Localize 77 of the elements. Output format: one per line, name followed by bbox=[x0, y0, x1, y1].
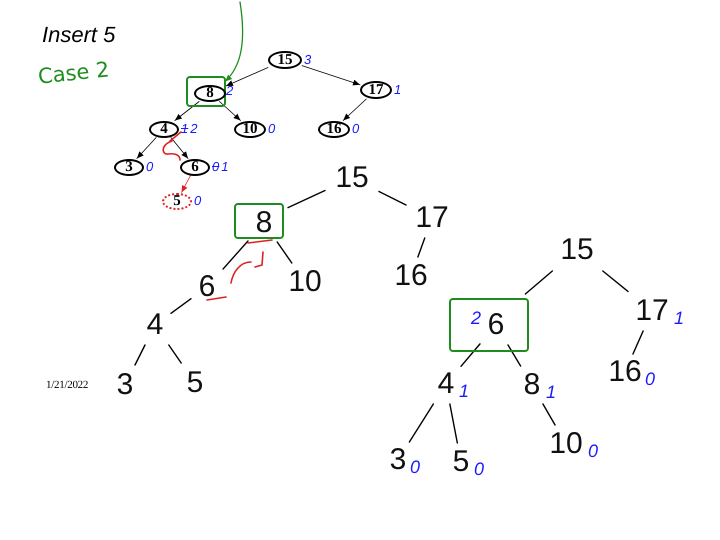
arrow bbox=[181, 175, 191, 193]
tree-branch-line bbox=[524, 270, 554, 295]
balance-value: 0 bbox=[194, 194, 202, 207]
balance-value: 1 bbox=[221, 160, 228, 173]
balance-value: 1 bbox=[459, 382, 470, 400]
balance-value: 0 bbox=[645, 370, 656, 388]
highlight-box bbox=[186, 76, 226, 106]
balance-value: 0 bbox=[588, 442, 598, 460]
tree-node-value: 6 bbox=[195, 272, 219, 302]
balance-value: 2 bbox=[226, 84, 234, 97]
balance-value: 2 bbox=[470, 309, 481, 327]
tree-branch-line bbox=[378, 190, 407, 206]
tree-branch-line bbox=[507, 344, 522, 367]
balance-value: 1 bbox=[394, 83, 402, 96]
tree-branch-line bbox=[417, 237, 426, 258]
tree-node-value: 16 bbox=[391, 261, 431, 291]
case-label: Case 2 bbox=[36, 56, 111, 91]
balance-value: 0 bbox=[352, 122, 360, 135]
balance-value: 1 bbox=[546, 383, 556, 401]
balance-value: 0 bbox=[410, 458, 420, 476]
tree-branch-line bbox=[170, 298, 192, 314]
tree-branch-line bbox=[222, 240, 249, 270]
tree-node-value: 6 bbox=[484, 309, 508, 341]
balance-value: 0 bbox=[474, 460, 484, 478]
tree-node-value: 3 bbox=[388, 446, 408, 474]
tree-node-value: 17 bbox=[410, 202, 454, 234]
tree-node-value: 5 bbox=[183, 367, 207, 399]
highlight-box bbox=[449, 298, 529, 352]
arrow bbox=[342, 98, 367, 121]
tree-branch-line bbox=[276, 241, 292, 264]
balance-value: 3 bbox=[304, 53, 312, 66]
tree-node-value: 5 bbox=[450, 447, 472, 477]
arrow bbox=[302, 65, 360, 86]
tree-node-value: 4 bbox=[435, 368, 457, 400]
tree-node-ellipse: 4 bbox=[149, 120, 179, 138]
tree-node-value: 17 bbox=[632, 295, 672, 327]
tree-node-value: 4 bbox=[143, 309, 167, 341]
arrow bbox=[224, 1, 244, 82]
tree-node-ellipse: 17 bbox=[360, 81, 392, 99]
balance-value: 1 bbox=[181, 122, 188, 135]
balance-value: 0 bbox=[268, 122, 276, 135]
arrow bbox=[170, 137, 188, 159]
tree-branch-line bbox=[632, 330, 644, 355]
inserted-node-ellipse: 5 bbox=[162, 192, 192, 210]
tree-node-ellipse: 10 bbox=[234, 120, 266, 138]
tree-branch-line bbox=[134, 344, 146, 366]
balance-value: 2 bbox=[190, 122, 198, 135]
highlight-box bbox=[234, 203, 284, 239]
tree-branch-line bbox=[408, 403, 434, 443]
tree-node-ellipse: 8 bbox=[194, 84, 226, 102]
date-label: 1/21/2022 bbox=[46, 378, 88, 393]
arrow bbox=[226, 67, 268, 86]
tree-node-value: 8 bbox=[252, 208, 276, 238]
tree-branch-line bbox=[449, 403, 458, 444]
balance-value: 0 bbox=[212, 160, 220, 173]
tree-branch-line bbox=[460, 343, 481, 367]
tree-node-value: 10 bbox=[546, 429, 586, 459]
tree-node-ellipse: 6 bbox=[180, 158, 210, 176]
tree-node-ellipse: 3 bbox=[114, 158, 144, 176]
arrow bbox=[219, 101, 241, 121]
tree-node-value: 8 bbox=[520, 370, 544, 400]
tree-branch-line bbox=[602, 270, 629, 292]
tree-node-ellipse: 16 bbox=[318, 120, 350, 138]
tree-branch-line bbox=[542, 403, 556, 426]
balance-value: 0 bbox=[146, 160, 154, 173]
tree-node-value: 10 bbox=[284, 267, 326, 297]
tree-branch-line bbox=[168, 344, 182, 364]
arrow bbox=[136, 137, 157, 159]
tree-node-value: 15 bbox=[329, 162, 375, 194]
arrow bbox=[174, 101, 200, 121]
tree-node-ellipse: 15 bbox=[268, 51, 302, 69]
balance-value: 1 bbox=[674, 309, 684, 327]
tree-node-value: 15 bbox=[554, 233, 600, 267]
tree-branch-line bbox=[287, 190, 326, 208]
tree-node-value: 3 bbox=[113, 369, 137, 401]
tree-node-value: 16 bbox=[607, 358, 643, 386]
title: Insert 5 bbox=[42, 21, 116, 49]
